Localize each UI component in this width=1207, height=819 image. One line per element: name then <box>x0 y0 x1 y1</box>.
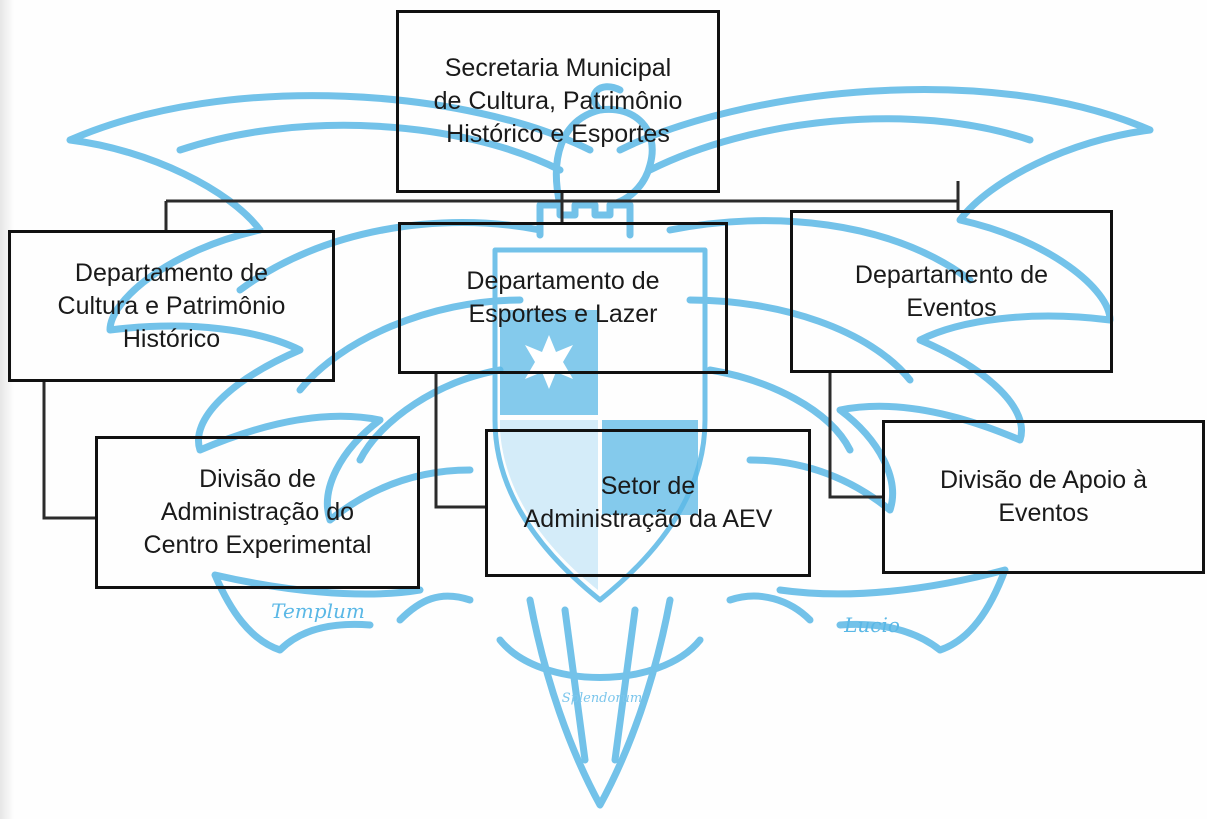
left-wing-feather-4 <box>356 366 504 464</box>
node-departamento-cultura: Departamento de Cultura e Patrimônio His… <box>8 230 335 382</box>
scroll-text-bottom: Splendorum <box>562 691 643 706</box>
eagle-beak <box>590 83 624 114</box>
connector-cultura-to-centro <box>42 382 95 520</box>
node-secretaria-municipal: Secretaria Municipal de Cultura, Patrimô… <box>396 10 720 193</box>
scroll-right <box>776 566 1009 654</box>
connector-esportes-to-aev <box>434 374 485 509</box>
scroll-text-right: Lucio <box>843 613 900 637</box>
right-wing-feather-3 <box>686 296 914 384</box>
right-wing-feather-1 <box>646 115 1034 174</box>
shield-quarter-bottom-left <box>500 420 598 590</box>
left-talon <box>396 592 474 624</box>
right-wing-feather-4 <box>706 366 854 454</box>
connector-eventos-to-apoio <box>828 373 882 499</box>
left-wing-feather-1 <box>176 121 564 174</box>
tail-feather-1 <box>561 606 589 764</box>
maltese-cross-icon <box>525 335 573 389</box>
node-divisao-apoio-eventos: Divisão de Apoio à Eventos <box>882 420 1205 574</box>
scroll-bottom <box>496 636 704 681</box>
scroll-left <box>211 571 424 654</box>
node-departamento-esportes: Departamento de Esportes e Lazer <box>398 222 728 374</box>
right-wing-outer <box>616 86 1154 514</box>
scroll-text-left: Templum <box>271 599 365 623</box>
node-departamento-eventos: Departamento de Eventos <box>790 210 1113 373</box>
scan-shadow-edge <box>0 0 14 819</box>
right-talon <box>726 592 814 624</box>
node-divisao-centro-experimental: Divisão de Administração do Centro Exper… <box>95 436 420 589</box>
left-wing-outer <box>66 92 594 524</box>
eagle-head <box>552 105 656 209</box>
crest-turret <box>536 201 634 239</box>
node-setor-administracao-aev: Setor de Administração da AEV <box>485 429 811 577</box>
left-wing-feather-3 <box>296 296 524 394</box>
tail-feather-2 <box>611 606 639 764</box>
shield-quarter-bottom-right <box>602 420 698 515</box>
